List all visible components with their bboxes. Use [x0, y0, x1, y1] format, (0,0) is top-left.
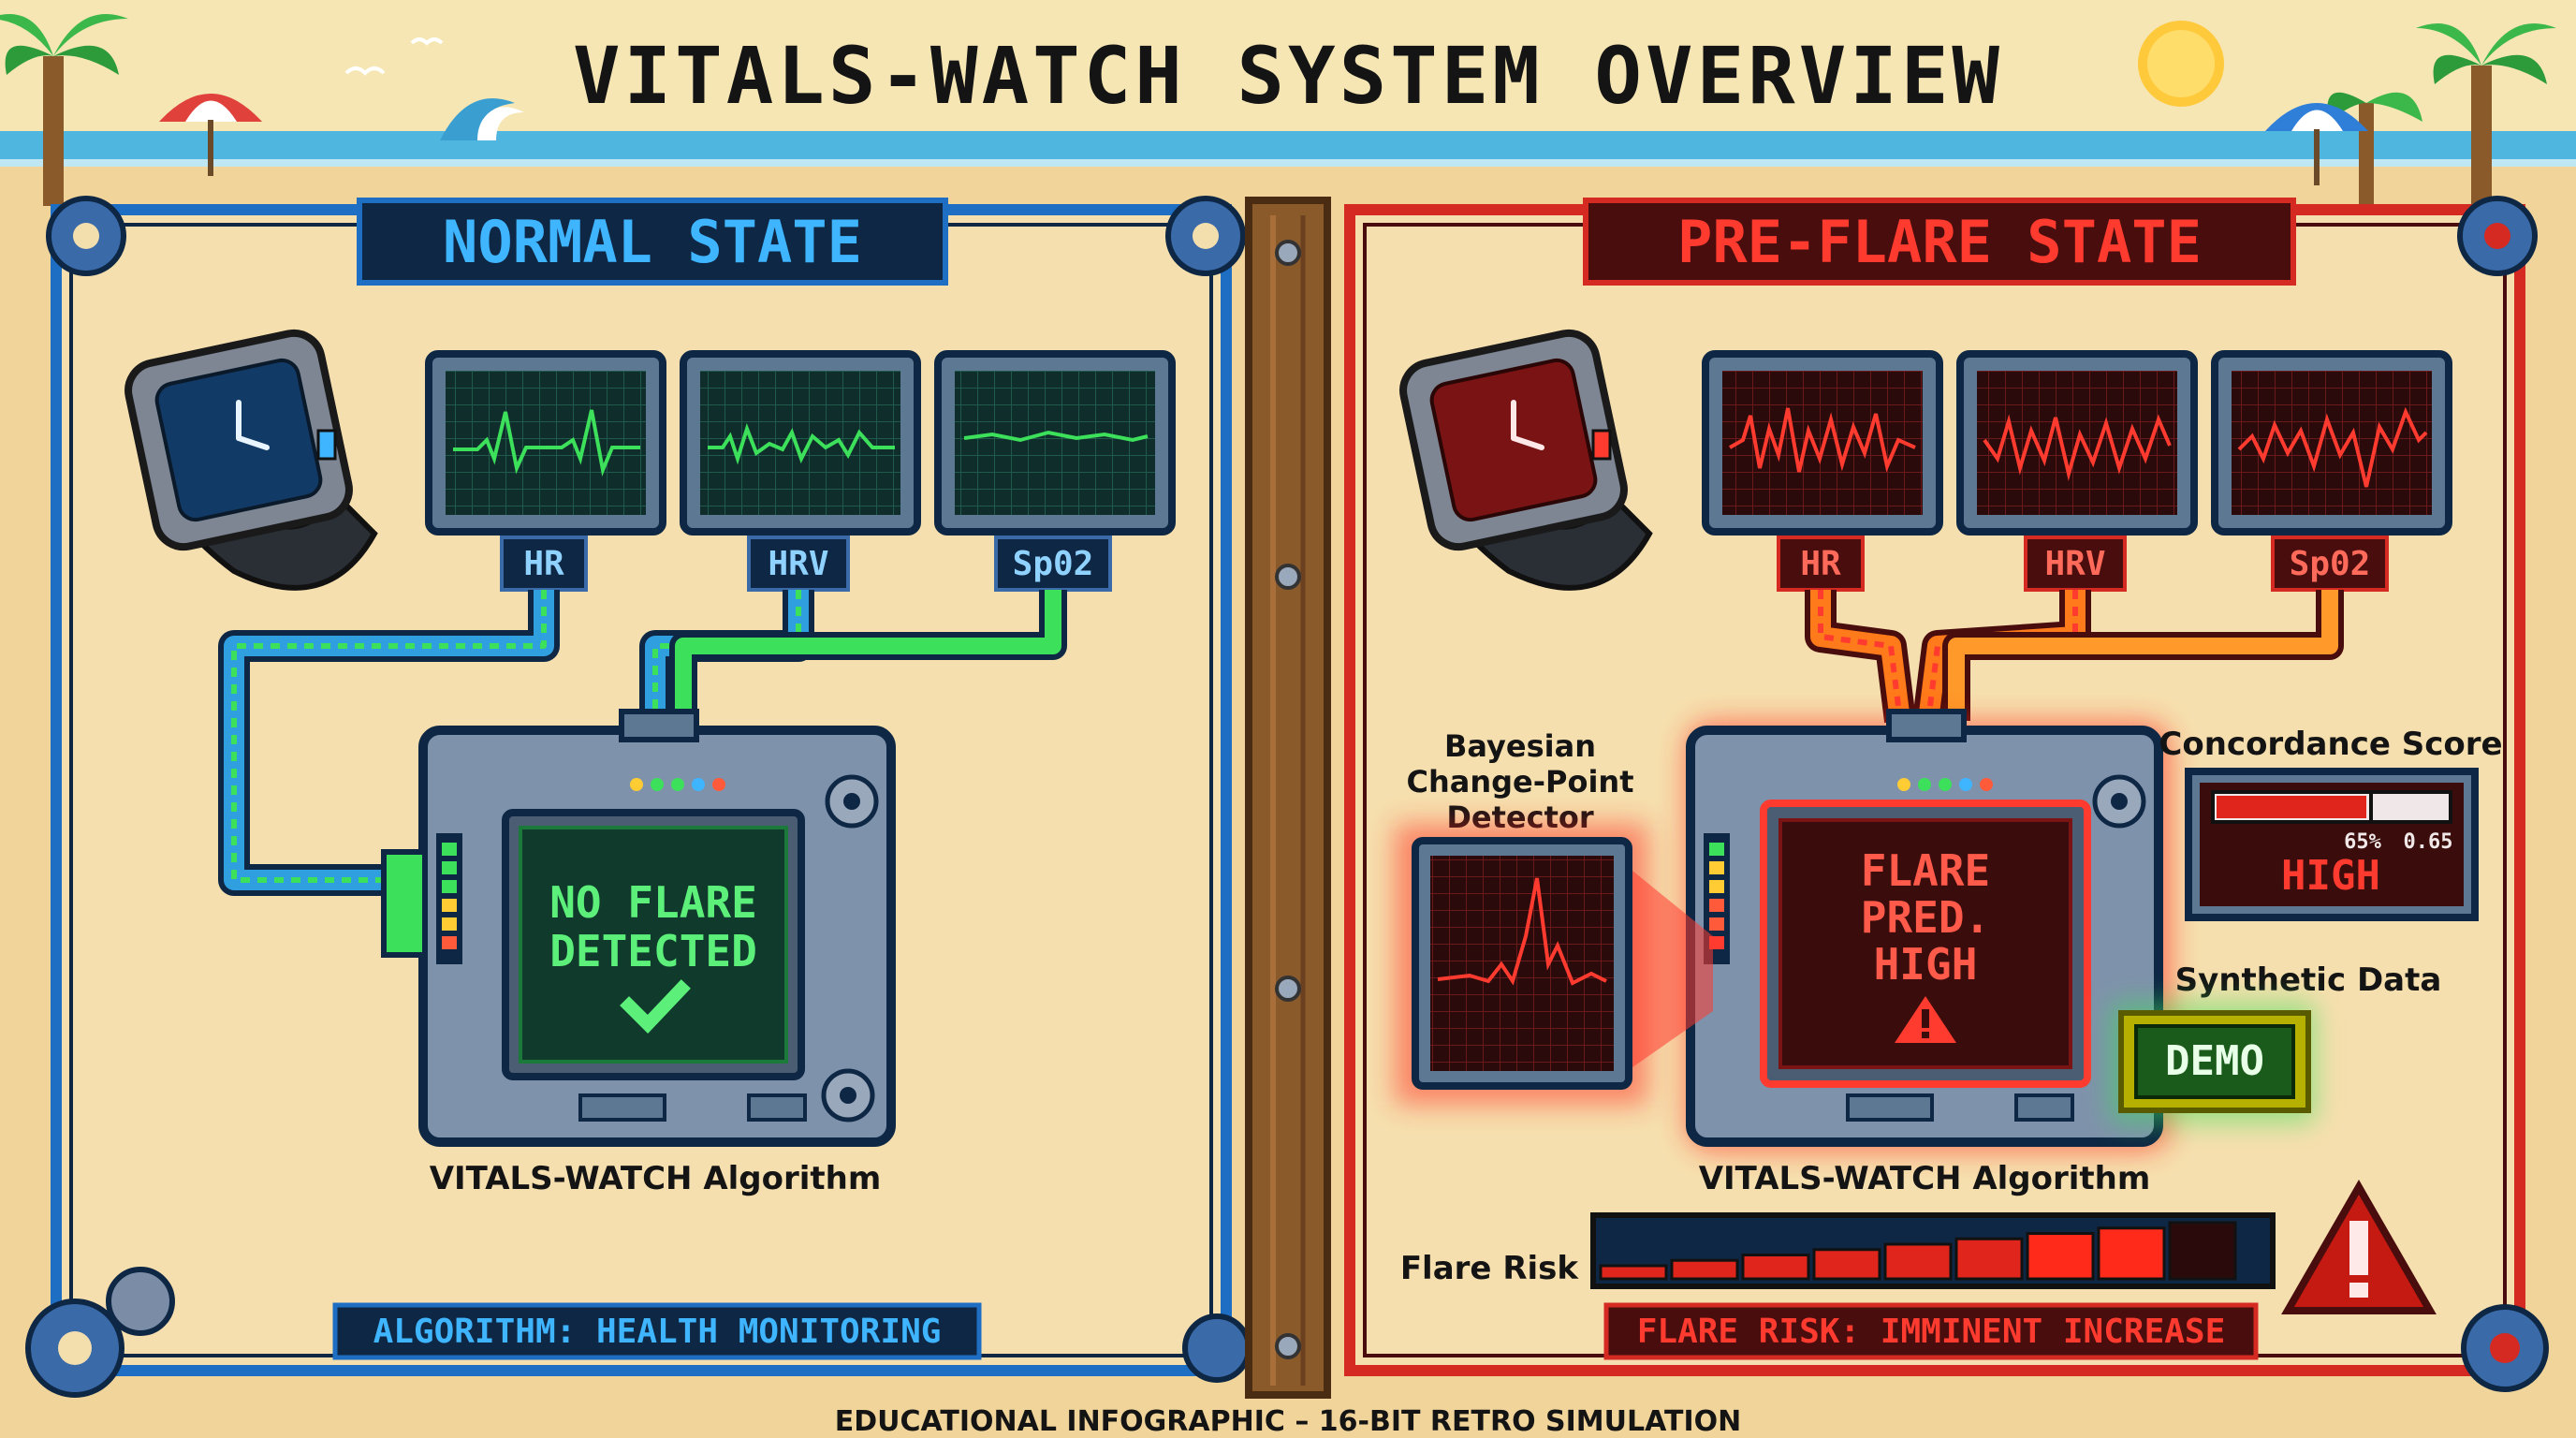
preflare-status-banner: FLARE RISK: IMMINENT INCREASE — [1637, 1313, 2226, 1351]
concordance-score-bar — [2217, 796, 2366, 818]
monitor-spo2-normal — [934, 350, 1176, 536]
palm-tree-left-icon — [0, 14, 128, 206]
warning-icon — [1895, 996, 1956, 1043]
detector-label-line1: Bayesian — [1444, 728, 1596, 764]
preflare-screen-line1: FLARE — [1861, 845, 1990, 896]
preflare-state-heading: PRE-FLARE STATE — [1677, 208, 2202, 276]
svg-text:HR: HR — [523, 545, 564, 583]
hr-waveform-normal — [453, 409, 640, 477]
normal-status-banner: ALGORITHM: HEALTH MONITORING — [373, 1313, 942, 1351]
gear-icon — [2457, 196, 2538, 276]
sensor-tag-hrv: HRV — [747, 536, 850, 592]
flare-risk-segment — [1670, 1258, 1739, 1281]
umbrella-right-icon — [2265, 103, 2368, 185]
sensor-tag-hr: HR — [1777, 536, 1865, 592]
flare-risk-segment — [2097, 1226, 2166, 1281]
gear-icon — [2461, 1304, 2549, 1392]
flare-risk-segment — [1599, 1264, 1668, 1281]
hr-waveform-preflare — [1729, 407, 1916, 473]
demo-label: DEMO — [2165, 1037, 2264, 1085]
gear-icon — [825, 774, 879, 829]
svg-text:HRV: HRV — [768, 545, 828, 583]
footer-caption: EDUCATIONAL INFOGRAPHIC – 16-BIT RETRO S… — [835, 1405, 1742, 1438]
data-cables-normal — [218, 590, 1067, 896]
demo-chip — [2118, 1010, 2311, 1113]
umbrella-left-icon — [159, 94, 262, 176]
warning-icon — [2281, 1179, 2437, 1314]
synthetic-data-label: Synthetic Data — [2175, 961, 2442, 999]
algorithm-machine-preflare — [1686, 709, 2163, 1147]
concordance-score-panel — [2185, 768, 2479, 921]
indicator-lights — [1897, 778, 1993, 791]
gear-icon — [821, 1068, 875, 1123]
svg-text:HR: HR — [1800, 545, 1841, 583]
smartwatch-preflare — [1399, 329, 1653, 591]
monitor-hr-preflare — [1702, 350, 1943, 536]
spo2-waveform-normal — [963, 430, 1149, 443]
preflare-algorithm-label: VITALS-WATCH Algorithm — [1699, 1160, 2151, 1197]
seagull-icon — [344, 37, 444, 76]
flare-risk-segment — [1954, 1237, 2024, 1281]
preflare-screen-line2: PRED. — [1861, 892, 1990, 943]
sensor-tag-spo2: Sp02 — [994, 536, 1112, 592]
clock-icon — [1511, 400, 1544, 450]
concordance-level: HIGH — [2281, 852, 2380, 900]
gear-icon — [46, 196, 126, 276]
normal-algorithm-label: VITALS-WATCH Algorithm — [430, 1160, 882, 1197]
gear-icon — [2092, 774, 2146, 829]
detector-label-line2: Change-Point — [1406, 764, 1633, 800]
clock-icon — [236, 400, 270, 450]
smartwatch-normal — [124, 329, 378, 591]
monitor-hrv-normal — [680, 350, 921, 536]
flare-risk-segment — [1812, 1248, 1881, 1281]
sensor-tag-hrv: HRV — [2024, 536, 2127, 592]
gear-icon — [1182, 1313, 1251, 1383]
gear-icon — [25, 1267, 175, 1398]
flare-risk-segment — [2026, 1232, 2095, 1281]
svg-text:Sp02: Sp02 — [1013, 545, 1094, 583]
svg-text:Sp02: Sp02 — [2290, 545, 2371, 583]
monitor-spo2-preflare — [2211, 350, 2452, 536]
data-cables-preflare — [1805, 590, 2344, 724]
sensor-tag-spo2: Sp02 — [2271, 536, 2389, 592]
flare-risk-label: Flare Risk — [1400, 1250, 1580, 1287]
normal-state-heading: NORMAL STATE — [443, 208, 862, 276]
hrv-waveform-normal — [708, 422, 895, 465]
sensor-tag-hr: HR — [500, 536, 588, 592]
concordance-percent: 65% — [2344, 830, 2381, 854]
gear-icon — [1165, 196, 1246, 276]
indicator-lights — [630, 778, 725, 791]
concordance-title: Concordance Score — [2159, 726, 2502, 763]
page-title: VITALS-WATCH SYSTEM OVERVIEW — [573, 30, 2003, 122]
change-point-waveform — [1437, 877, 1607, 986]
monitor-hr-normal — [425, 350, 666, 536]
flare-risk-segment — [2168, 1221, 2237, 1281]
flare-risk-meter — [1590, 1212, 2276, 1289]
monitor-hrv-preflare — [1956, 350, 2198, 536]
concordance-value: 0.65 — [2404, 830, 2453, 854]
change-point-detector — [1412, 837, 1632, 1090]
normal-screen-line2: DETECTED — [549, 926, 757, 976]
spo2-waveform-preflare — [2237, 406, 2428, 488]
algorithm-machine-normal — [381, 709, 896, 1147]
sun-icon — [2138, 21, 2224, 107]
svg-text:HRV: HRV — [2044, 545, 2105, 583]
preflare-screen-line3: HIGH — [1874, 939, 1978, 990]
flare-risk-segment — [1741, 1254, 1810, 1281]
normal-screen-line1: NO FLARE — [549, 877, 757, 928]
wooden-divider — [1245, 197, 1331, 1399]
level-meter — [436, 833, 462, 964]
checkmark-icon — [620, 979, 691, 1034]
flare-risk-segment — [1883, 1242, 1953, 1281]
hrv-waveform-preflare — [1983, 414, 2172, 481]
wave-icon — [440, 98, 524, 140]
